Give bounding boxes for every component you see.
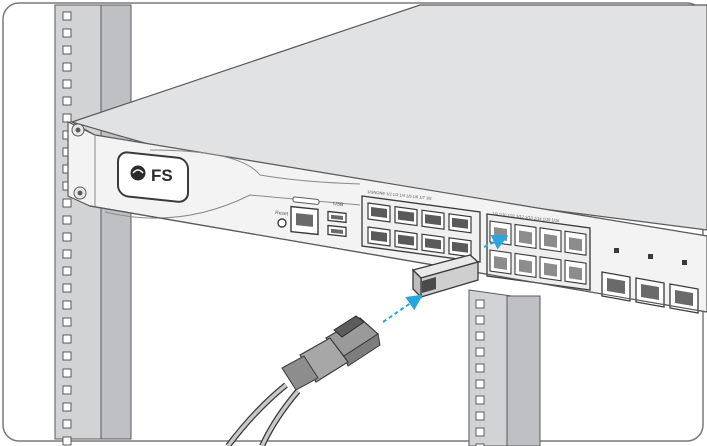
- rail-hole: [62, 317, 72, 327]
- rail-hole: [475, 299, 485, 309]
- left-rack-rail: [54, 4, 132, 446]
- sfp-transceiver-module[interactable]: [411, 254, 480, 299]
- usb-port-top[interactable]: [327, 210, 347, 224]
- rail-hole: [62, 334, 72, 344]
- rail-hole: [62, 28, 72, 38]
- rail-hole: [475, 411, 485, 421]
- rail-hole: [62, 11, 72, 21]
- rail-hole: [62, 249, 72, 259]
- rail-hole: [62, 368, 72, 378]
- rail-hole: [475, 443, 485, 446]
- console-port[interactable]: [290, 205, 319, 236]
- rail-hole: [475, 379, 485, 389]
- usb-label: USB: [333, 201, 345, 208]
- rj45-port[interactable]: [367, 202, 391, 223]
- port-led: [648, 254, 653, 259]
- sfp-port[interactable]: [601, 271, 631, 302]
- rail-hole: [475, 315, 485, 325]
- insert-arrow-cable: [382, 294, 423, 323]
- rail-hole: [62, 266, 72, 276]
- lc-fiber-connector[interactable]: [281, 315, 381, 391]
- rail-hole: [475, 331, 485, 341]
- rail-hole: [62, 436, 72, 446]
- rail-hole: [62, 79, 72, 89]
- rail-hole: [62, 419, 72, 429]
- rail-hole: [62, 113, 72, 123]
- rj45-port[interactable]: [448, 237, 472, 258]
- insert-arrow-module: [483, 235, 509, 250]
- fiber-cable: [225, 382, 301, 446]
- sfp-port[interactable]: [564, 259, 587, 285]
- sfp-port[interactable]: [539, 256, 562, 282]
- right-sfp-ports: [601, 248, 699, 314]
- rail-hole: [62, 385, 72, 395]
- fs-logo-icon: [130, 165, 146, 181]
- port-group-label: 1/GNONE 1/2 1/3 1/4 1/5 1/6 1/7 1/8: [367, 189, 433, 201]
- rj45-port[interactable]: [421, 209, 445, 230]
- sfp-port[interactable]: [489, 220, 512, 246]
- rail-hole: [62, 351, 72, 361]
- reset-label: Reset: [275, 210, 289, 217]
- rj45-port[interactable]: [394, 229, 418, 251]
- rail-hole: [62, 96, 72, 106]
- rail-hole: [62, 402, 72, 412]
- rail-hole: [62, 215, 72, 225]
- rj45-port[interactable]: [421, 233, 445, 254]
- rj45-port[interactable]: [367, 226, 391, 247]
- rj45-port[interactable]: [394, 205, 418, 227]
- rail-hole: [475, 347, 485, 357]
- fs-logo: FS: [117, 151, 189, 203]
- rj45-port[interactable]: [448, 213, 472, 234]
- sfp-port[interactable]: [564, 230, 587, 256]
- rail-hole: [62, 198, 72, 208]
- reset-button[interactable]: [277, 218, 287, 228]
- rail-hole: [62, 62, 72, 72]
- sfp-port[interactable]: [514, 252, 537, 279]
- rail-hole: [62, 300, 72, 310]
- console-led-bar: [292, 196, 320, 205]
- rail-hole: [475, 427, 485, 437]
- fs-logo-text: FS: [151, 166, 173, 185]
- sfp-port-block: [486, 213, 591, 291]
- sfp-port[interactable]: [514, 223, 537, 250]
- sfp-port[interactable]: [669, 283, 699, 314]
- sfp-port[interactable]: [635, 277, 665, 308]
- right-rack-rail: [468, 289, 541, 446]
- rail-hole: [62, 45, 72, 55]
- port-led: [682, 260, 687, 265]
- rail-hole: [62, 232, 72, 242]
- port-led: [614, 248, 619, 253]
- rail-hole: [475, 395, 485, 405]
- rail-hole: [62, 283, 72, 293]
- sfp-port[interactable]: [539, 227, 562, 253]
- sfp-port[interactable]: [489, 249, 512, 275]
- usb-port-bottom[interactable]: [327, 224, 347, 238]
- rail-hole: [475, 363, 485, 373]
